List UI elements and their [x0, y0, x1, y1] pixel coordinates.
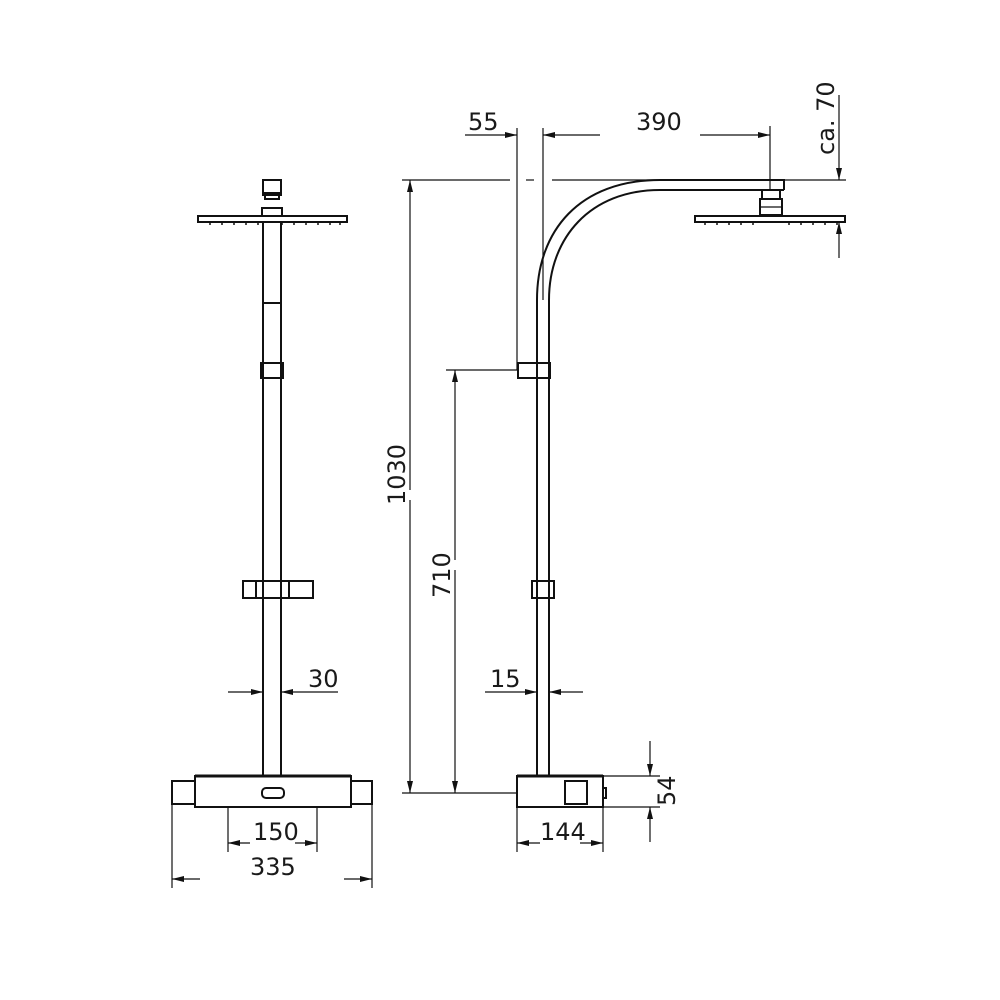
dim-label-54: 54 [653, 775, 681, 806]
side-rail [517, 300, 555, 776]
dim-total-width: 335 [171, 804, 373, 888]
dim-label-55: 55 [468, 108, 499, 136]
dim-inlet-spacing: 150 [227, 807, 318, 852]
side-thermostat [402, 774, 607, 808]
dim-thermostat-height: 54 [603, 741, 681, 842]
front-shower-holder [242, 580, 314, 599]
dim-holder-height: 710 [428, 369, 518, 793]
dim-arm-reach: 390 [543, 108, 771, 190]
dim-label-30: 30 [308, 665, 339, 693]
dim-rail-diameter: 15 [485, 665, 583, 695]
dim-wall-offset: 55 [465, 108, 517, 138]
front-rain-head [197, 215, 348, 225]
dim-pipe-diameter: 30 [228, 665, 339, 695]
dim-label-144: 144 [540, 818, 586, 846]
dim-label-390: 390 [636, 108, 682, 136]
dim-label-335: 335 [250, 853, 296, 881]
front-head-connector [261, 179, 283, 217]
side-rain-head [694, 189, 846, 225]
dim-label-1030: 1030 [383, 444, 411, 505]
side-view: 55 390 ca. 70 1030 710 [383, 81, 846, 852]
side-reference-lines [402, 128, 846, 370]
dim-label-15: 15 [490, 665, 521, 693]
dim-head-drop: ca. 70 [812, 81, 846, 258]
front-thermostat [171, 774, 373, 808]
dim-thermostat-depth: 144 [516, 807, 604, 852]
front-column-pipe [260, 222, 284, 776]
dim-label-710: 710 [428, 552, 456, 598]
dim-label-ca-70: ca. 70 [812, 81, 840, 155]
dim-label-150: 150 [253, 818, 299, 846]
front-view: 30 150 335 [171, 179, 373, 888]
side-curved-arm [536, 179, 785, 301]
dim-total-height: 1030 [383, 180, 413, 793]
